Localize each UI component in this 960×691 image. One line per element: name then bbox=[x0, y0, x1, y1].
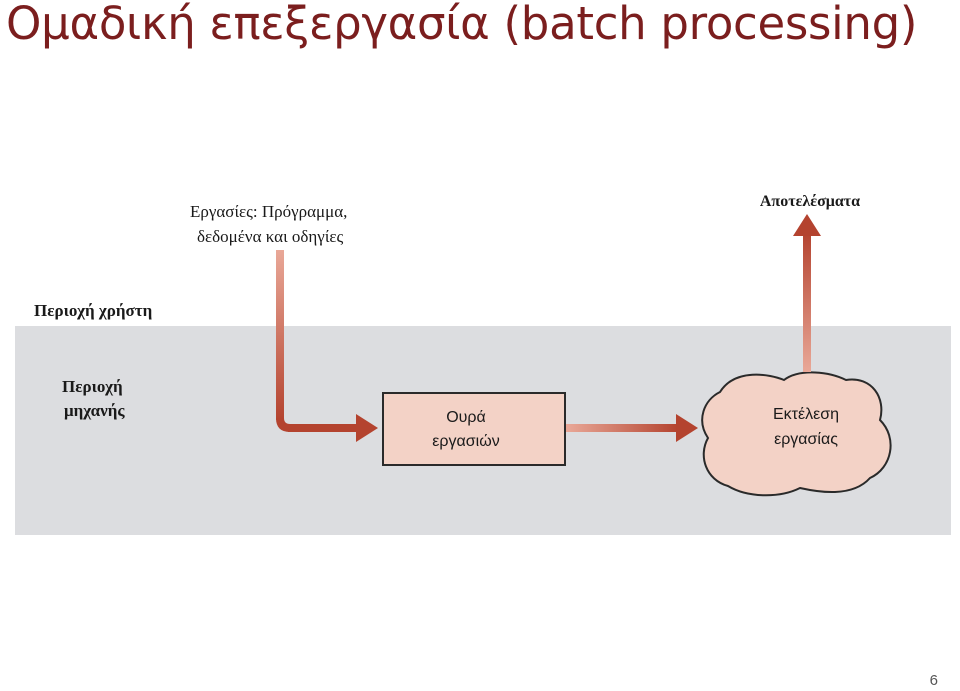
user-area-label: Περιοχή χρήστη bbox=[34, 301, 152, 320]
jobs-label-line2: δεδομένα και οδηγίες bbox=[197, 227, 344, 246]
job-queue-box bbox=[382, 392, 566, 466]
job-queue-label-line2: εργασιών bbox=[432, 433, 499, 450]
jobs-label-line1: Εργασίες: Πρόγραμμα, bbox=[190, 202, 347, 221]
job-queue-label-line1: Ουρά bbox=[446, 409, 486, 426]
queue-to-execution-arrow bbox=[566, 414, 698, 442]
job-execution-label-line1: Εκτέλεση bbox=[773, 406, 839, 423]
results-arrow bbox=[793, 214, 821, 372]
page-number: 6 bbox=[929, 672, 938, 689]
jobs-input-arrow bbox=[276, 250, 378, 442]
machine-area-label-line1: Περιοχή bbox=[62, 377, 123, 396]
results-label: Αποτελέσματα bbox=[760, 193, 860, 210]
job-execution-blob bbox=[701, 371, 892, 497]
slide-title: Ομαδική επεξεργασία (batch processing) bbox=[6, 0, 918, 50]
job-execution-label-line2: εργασίας bbox=[774, 431, 838, 448]
machine-area-label-line2: μηχανής bbox=[64, 401, 125, 420]
